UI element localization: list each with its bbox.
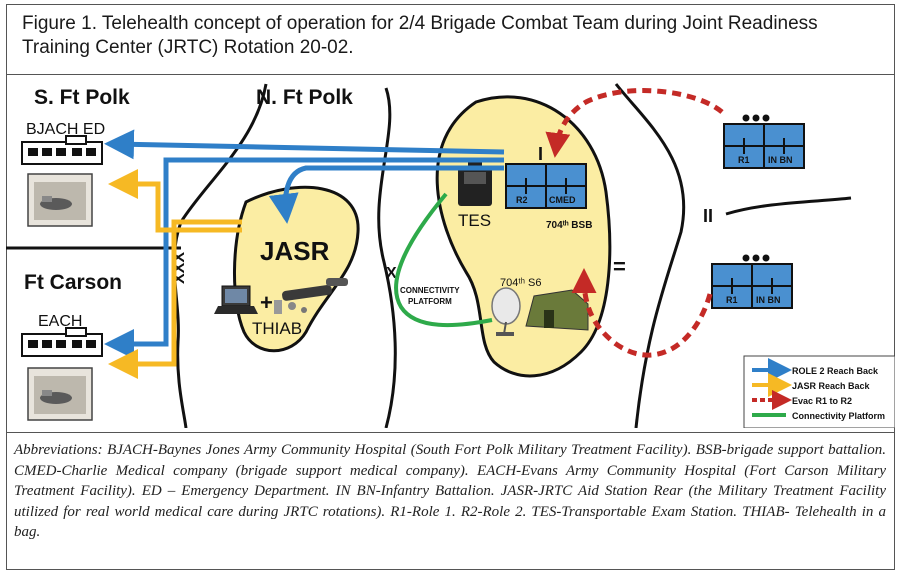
role2-arrow-to-each — [104, 157, 504, 359]
node-label-tes: TES — [458, 211, 491, 230]
legend-label-evac: Evac R1 to R2 — [792, 396, 852, 406]
boundary-n-ft-polk — [377, 87, 397, 428]
jasr-arrow-to-ft-carson — [108, 219, 242, 379]
figure-frame — [6, 4, 895, 570]
abbreviations-divider — [6, 432, 895, 433]
evac-arrow-upper — [545, 88, 724, 158]
medical-devices-icon — [274, 278, 348, 314]
bsb-unit-label-cmed: CMED — [549, 195, 576, 205]
connectivity-label-line1: CONNECTIVITY — [400, 286, 460, 295]
node-label-704-bsb: 704ᵗʰ BSB — [546, 220, 592, 231]
echelon-symbol-ii: II — [703, 206, 713, 226]
role2-arrow-to-bjach — [104, 129, 505, 160]
caption-divider — [6, 74, 895, 75]
tes-device-icon — [458, 162, 492, 206]
legend-label-connectivity: Connectivity Platform — [792, 411, 885, 421]
node-label-jasr: JASR — [260, 236, 330, 266]
satellite-dish-icon — [491, 287, 521, 336]
r1-upper-label-r1: R1 — [738, 155, 750, 165]
node-label-each: EACH — [38, 313, 82, 330]
bsb-unit-symbol — [505, 163, 587, 209]
legend-label-jasr: JASR Reach Back — [792, 381, 871, 391]
legend: ROLE 2 Reach Back JASR Reach Back Evac R… — [743, 355, 895, 428]
bsb-area — [435, 95, 612, 378]
r1-lower-label-inbn: IN BN — [756, 295, 781, 305]
bsb-echelon-symbol: I — [538, 144, 543, 164]
r1-unit-symbol-lower — [711, 254, 793, 309]
plus-icon: + — [260, 290, 273, 315]
region-label-s-ft-polk: S. Ft Polk — [34, 86, 130, 109]
role2-arrow-to-jasr — [268, 165, 504, 224]
connectivity-label-line2: PLATFORM — [408, 297, 452, 306]
r1-upper-label-inbn: IN BN — [768, 155, 793, 165]
jasr-arrow-to-s-ft-polk — [108, 169, 242, 233]
boundary-far-right — [725, 196, 852, 216]
node-label-bjach-ed: BJACH ED — [26, 121, 105, 138]
boundary-symbol-eq: = — [613, 254, 626, 279]
boundary-symbol-x: X — [386, 265, 397, 282]
tent-icon — [525, 289, 589, 331]
connectivity-line — [394, 192, 493, 327]
region-label-ft-carson: Ft Carson — [24, 271, 122, 294]
region-label-n-ft-polk: N. Ft Polk — [256, 86, 353, 109]
hospital-icon-each — [21, 327, 103, 357]
node-label-704-s6: 704ᵗʰ S6 — [500, 277, 542, 289]
r1-lower-label-r1: R1 — [726, 295, 738, 305]
node-label-thiab: THIAB — [252, 319, 302, 338]
telehealth-diagram: S. Ft Polk N. Ft Polk Ft Carson XXX X = … — [6, 83, 895, 428]
hospital-icon-bjach — [21, 135, 103, 165]
tes-case-icon-ft-carson — [27, 367, 93, 421]
figure-caption: Figure 1. Telehealth concept of operatio… — [22, 13, 818, 58]
evac-arrow-lower — [571, 268, 713, 358]
legend-label-role2: ROLE 2 Reach Back — [792, 366, 879, 376]
bsb-unit-label-r2: R2 — [516, 195, 528, 205]
r1-unit-symbol-upper — [723, 114, 805, 169]
abbreviations-text: Abbreviations: BJACH-Baynes Jones Army C… — [14, 442, 886, 540]
tes-case-icon-s-ft-polk — [27, 173, 93, 227]
laptop-icon — [214, 285, 258, 314]
boundary-right-top — [614, 83, 686, 428]
